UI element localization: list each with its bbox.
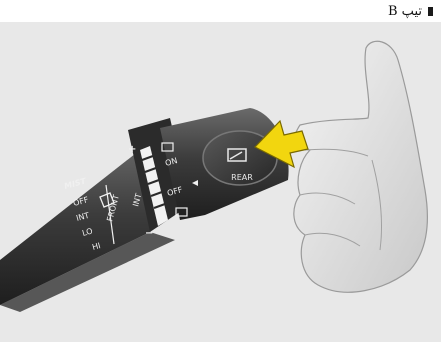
caption-strip <box>0 0 441 22</box>
rear-label: REAR <box>231 173 253 182</box>
plus-label: + <box>128 144 136 155</box>
caption: تیپ B <box>388 3 433 19</box>
caption-text: تیپ B <box>388 4 422 19</box>
hand <box>294 41 428 292</box>
minus-label: − <box>145 228 153 239</box>
caption-bullet-icon <box>428 7 433 16</box>
mist-label: MIST <box>63 176 87 191</box>
